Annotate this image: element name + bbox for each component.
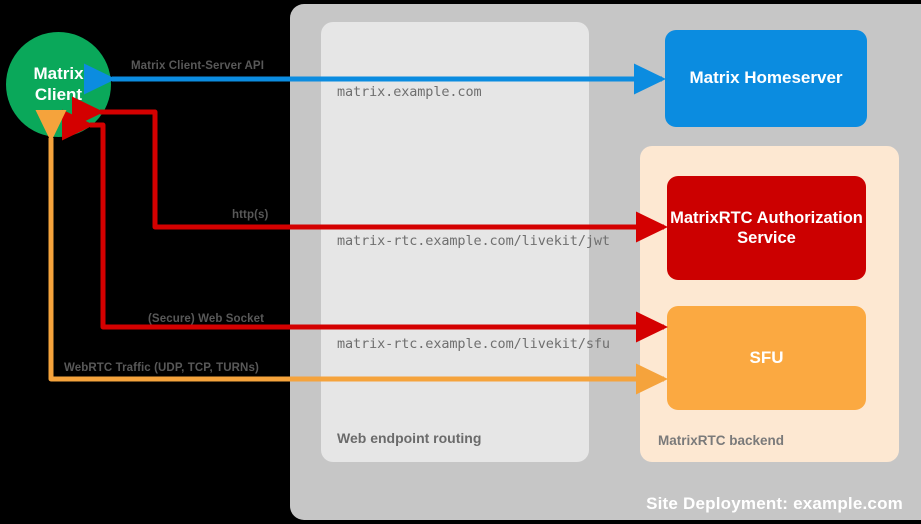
matrixrtc-backend-label: MatrixRTC backend — [658, 433, 785, 448]
connection-label-https: http(s) — [232, 209, 269, 221]
routing-url-matrix: matrix.example.com — [337, 84, 482, 100]
node-matrix-homeserver-label: Matrix Homeserver — [689, 68, 843, 88]
node-sfu-label: SFU — [749, 347, 784, 367]
matrix-client-line1: Matrix — [33, 64, 84, 84]
node-matrix-homeserver[interactable]: Matrix Homeserver — [665, 30, 867, 127]
node-matrix-client-label: Matrix Client — [33, 64, 83, 105]
node-matrix-client[interactable]: Matrix Client — [6, 32, 111, 137]
node-sfu[interactable]: SFU — [667, 306, 866, 410]
routing-url-livekit-jwt: matrix-rtc.example.com/livekit/jwt — [337, 233, 610, 249]
web-endpoint-routing-label: Web endpoint routing — [337, 430, 482, 446]
node-matrixrtc-authorization-service-label: MatrixRTC Authorization Service — [670, 208, 863, 247]
connection-label-secure-websocket: (Secure) Web Socket — [148, 313, 265, 325]
connection-label-matrix-client-server-api: Matrix Client-Server API — [131, 60, 264, 72]
web-endpoint-routing-container: matrix.example.com matrix-rtc.example.co… — [321, 22, 610, 462]
routing-url-livekit-sfu: matrix-rtc.example.com/livekit/sfu — [337, 336, 610, 352]
matrix-client-line2: Client — [34, 84, 83, 104]
connection-label-webrtc-traffic: WebRTC Traffic (UDP, TCP, TURNs) — [64, 362, 259, 374]
site-deployment-label: Site Deployment: example.com — [646, 494, 903, 513]
node-matrixrtc-authorization-service[interactable]: MatrixRTC Authorization Service — [667, 176, 866, 280]
